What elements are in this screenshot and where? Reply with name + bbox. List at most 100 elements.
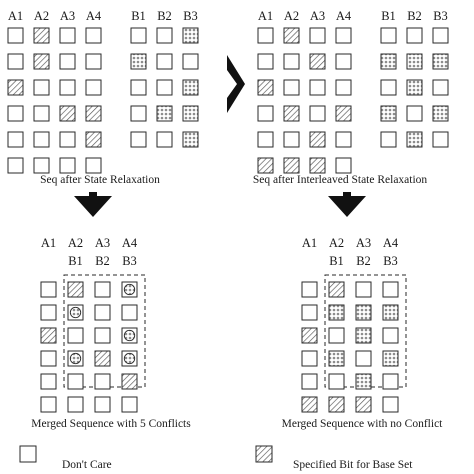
cell-blank bbox=[59, 53, 76, 70]
cell-box bbox=[67, 281, 84, 298]
cell-blank bbox=[7, 131, 24, 148]
cell-blank bbox=[156, 79, 173, 96]
cell-box bbox=[301, 281, 318, 298]
cell-box bbox=[257, 105, 274, 122]
cell-blank bbox=[40, 396, 57, 413]
cell-blank bbox=[33, 157, 50, 174]
cell-blank bbox=[94, 327, 111, 344]
cell-hex bbox=[328, 304, 345, 321]
column-header: B3 bbox=[383, 254, 398, 268]
column-header: B3 bbox=[433, 9, 448, 23]
cell-box bbox=[156, 27, 173, 44]
cell-box bbox=[406, 131, 423, 148]
cell-blank bbox=[67, 373, 84, 390]
legend-swatch-dont-care bbox=[19, 445, 37, 463]
conflict-marker bbox=[123, 283, 136, 296]
cell-box bbox=[156, 105, 173, 122]
cell-blank bbox=[94, 396, 111, 413]
cell-box bbox=[328, 327, 345, 344]
cell-hex bbox=[182, 79, 199, 96]
cell-box bbox=[257, 53, 274, 70]
cell-box bbox=[7, 131, 24, 148]
cell-blank bbox=[380, 131, 397, 148]
column-header: A1 bbox=[8, 9, 23, 23]
cell-blank bbox=[335, 157, 352, 174]
cell-blank bbox=[40, 350, 57, 367]
cell-conflict bbox=[67, 350, 84, 367]
cell-blank bbox=[301, 350, 318, 367]
cell-box bbox=[121, 304, 138, 321]
cell-blank bbox=[94, 281, 111, 298]
cell-spec bbox=[40, 327, 57, 344]
grid-a bbox=[257, 27, 352, 174]
cell-blank bbox=[328, 373, 345, 390]
cell-box bbox=[67, 327, 84, 344]
conflict-marker bbox=[69, 352, 82, 365]
column-header: B3 bbox=[122, 254, 137, 268]
cell-hex bbox=[432, 105, 449, 122]
cell-box bbox=[94, 281, 111, 298]
cell-box bbox=[328, 350, 345, 367]
cell-box bbox=[130, 79, 147, 96]
cell-box bbox=[59, 27, 76, 44]
cell-blank bbox=[130, 131, 147, 148]
cell-spec bbox=[328, 281, 345, 298]
cell-box bbox=[382, 373, 399, 390]
cell-box bbox=[380, 105, 397, 122]
cell-blank bbox=[59, 27, 76, 44]
cell-box bbox=[328, 281, 345, 298]
cell-blank bbox=[40, 373, 57, 390]
cell-blank bbox=[7, 53, 24, 70]
cell-blank bbox=[328, 327, 345, 344]
cell-box bbox=[309, 27, 326, 44]
column-header: A3 bbox=[95, 236, 110, 250]
cell-box bbox=[67, 396, 84, 413]
cell-box bbox=[382, 304, 399, 321]
cell-box bbox=[406, 79, 423, 96]
cell-box bbox=[33, 53, 50, 70]
cell-box bbox=[301, 396, 318, 413]
cell-box bbox=[355, 304, 372, 321]
cell-blank bbox=[355, 350, 372, 367]
cell-spec bbox=[283, 105, 300, 122]
column-header: B2 bbox=[157, 9, 172, 23]
cell-box bbox=[7, 105, 24, 122]
cell-box bbox=[380, 131, 397, 148]
cell-box bbox=[355, 396, 372, 413]
cell-box bbox=[33, 157, 50, 174]
cell-blank bbox=[257, 131, 274, 148]
cell-blank bbox=[59, 79, 76, 96]
column-header: B2 bbox=[356, 254, 371, 268]
column-header: B1 bbox=[329, 254, 344, 268]
cell-conflict bbox=[121, 327, 138, 344]
cell-spec bbox=[257, 157, 274, 174]
cell-blank bbox=[85, 79, 102, 96]
cell-blank bbox=[257, 105, 274, 122]
cell-box bbox=[335, 53, 352, 70]
conflict-marker bbox=[123, 352, 136, 365]
cell-blank bbox=[382, 281, 399, 298]
cell-box bbox=[301, 350, 318, 367]
cell-spec bbox=[33, 27, 50, 44]
cell-blank bbox=[85, 27, 102, 44]
cell-spec bbox=[85, 105, 102, 122]
cell-box bbox=[432, 53, 449, 70]
cell-box bbox=[382, 396, 399, 413]
cell-spec bbox=[94, 350, 111, 367]
cell-spec bbox=[283, 157, 300, 174]
column-header: A1 bbox=[41, 236, 56, 250]
cell-box bbox=[309, 131, 326, 148]
cell-box bbox=[94, 373, 111, 390]
cell-hex bbox=[355, 327, 372, 344]
cell-box bbox=[94, 327, 111, 344]
cell-box bbox=[382, 281, 399, 298]
caption-merged-no-conflict: Merged Sequence with no Conflict bbox=[282, 418, 444, 430]
cell-blank bbox=[94, 373, 111, 390]
cell-box bbox=[328, 304, 345, 321]
cell-blank bbox=[7, 157, 24, 174]
cell-hex bbox=[406, 79, 423, 96]
cell-box bbox=[156, 131, 173, 148]
